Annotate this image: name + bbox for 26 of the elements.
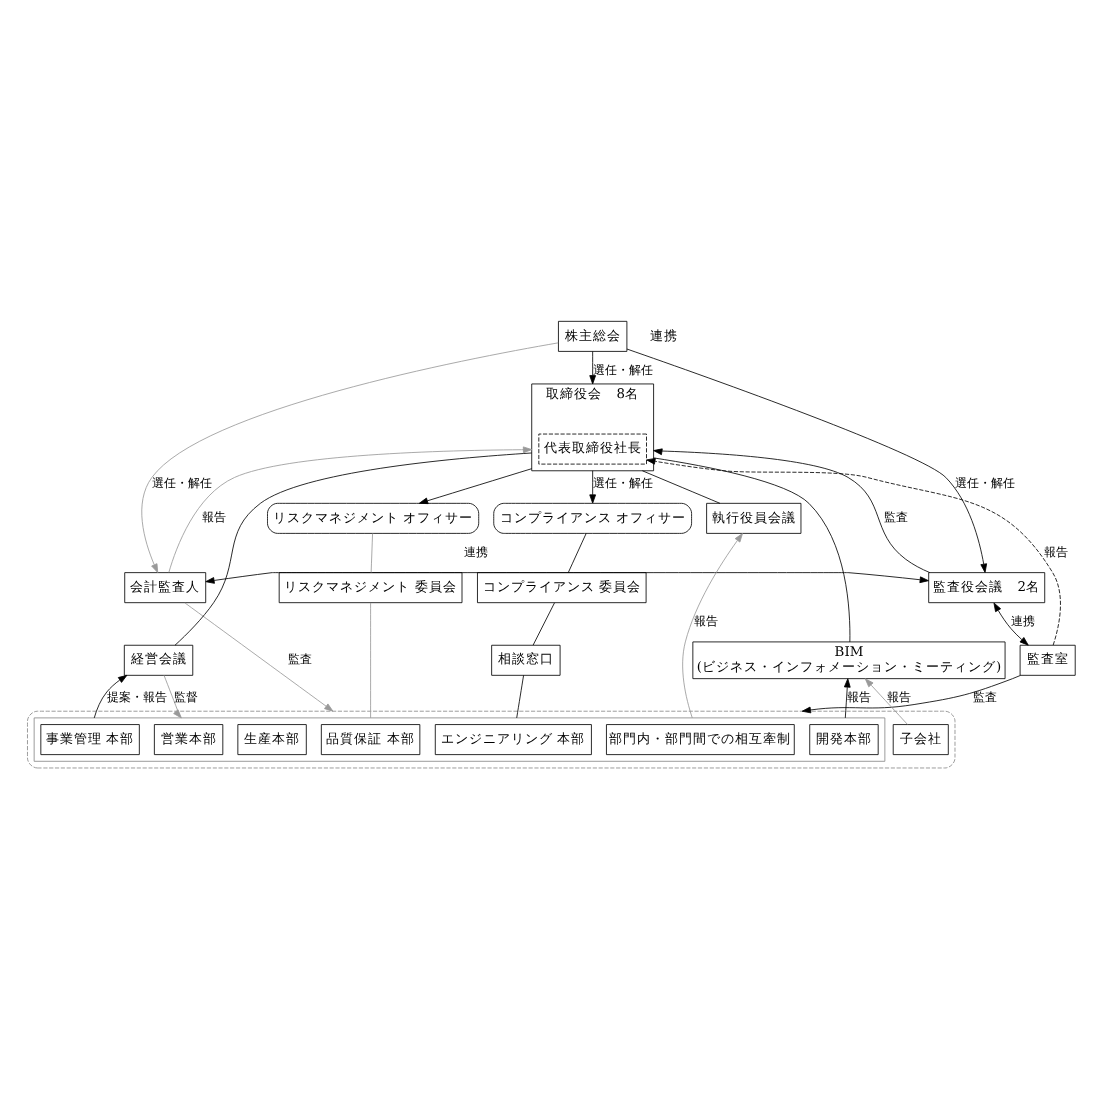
arrow xyxy=(141,341,559,572)
arrow xyxy=(205,571,929,583)
connector xyxy=(516,673,524,718)
connector xyxy=(641,469,721,503)
arrow xyxy=(993,601,1029,645)
arrow xyxy=(418,467,533,504)
cluster xyxy=(33,716,886,761)
arrow xyxy=(801,674,1021,713)
connector xyxy=(532,601,555,645)
connector xyxy=(370,532,373,572)
arrow xyxy=(653,447,931,572)
arrow xyxy=(168,445,533,572)
arrow xyxy=(589,350,596,384)
arrow xyxy=(646,456,1061,645)
arrow xyxy=(163,673,182,718)
connector xyxy=(174,451,533,645)
arrow xyxy=(843,677,851,718)
arrow xyxy=(626,347,988,572)
connector xyxy=(370,601,371,718)
connector xyxy=(567,532,587,572)
connector xyxy=(653,456,851,642)
arrow xyxy=(93,673,128,718)
arrow xyxy=(682,532,743,718)
arrow xyxy=(864,677,908,724)
arrow xyxy=(589,469,596,503)
arrow xyxy=(184,601,334,711)
